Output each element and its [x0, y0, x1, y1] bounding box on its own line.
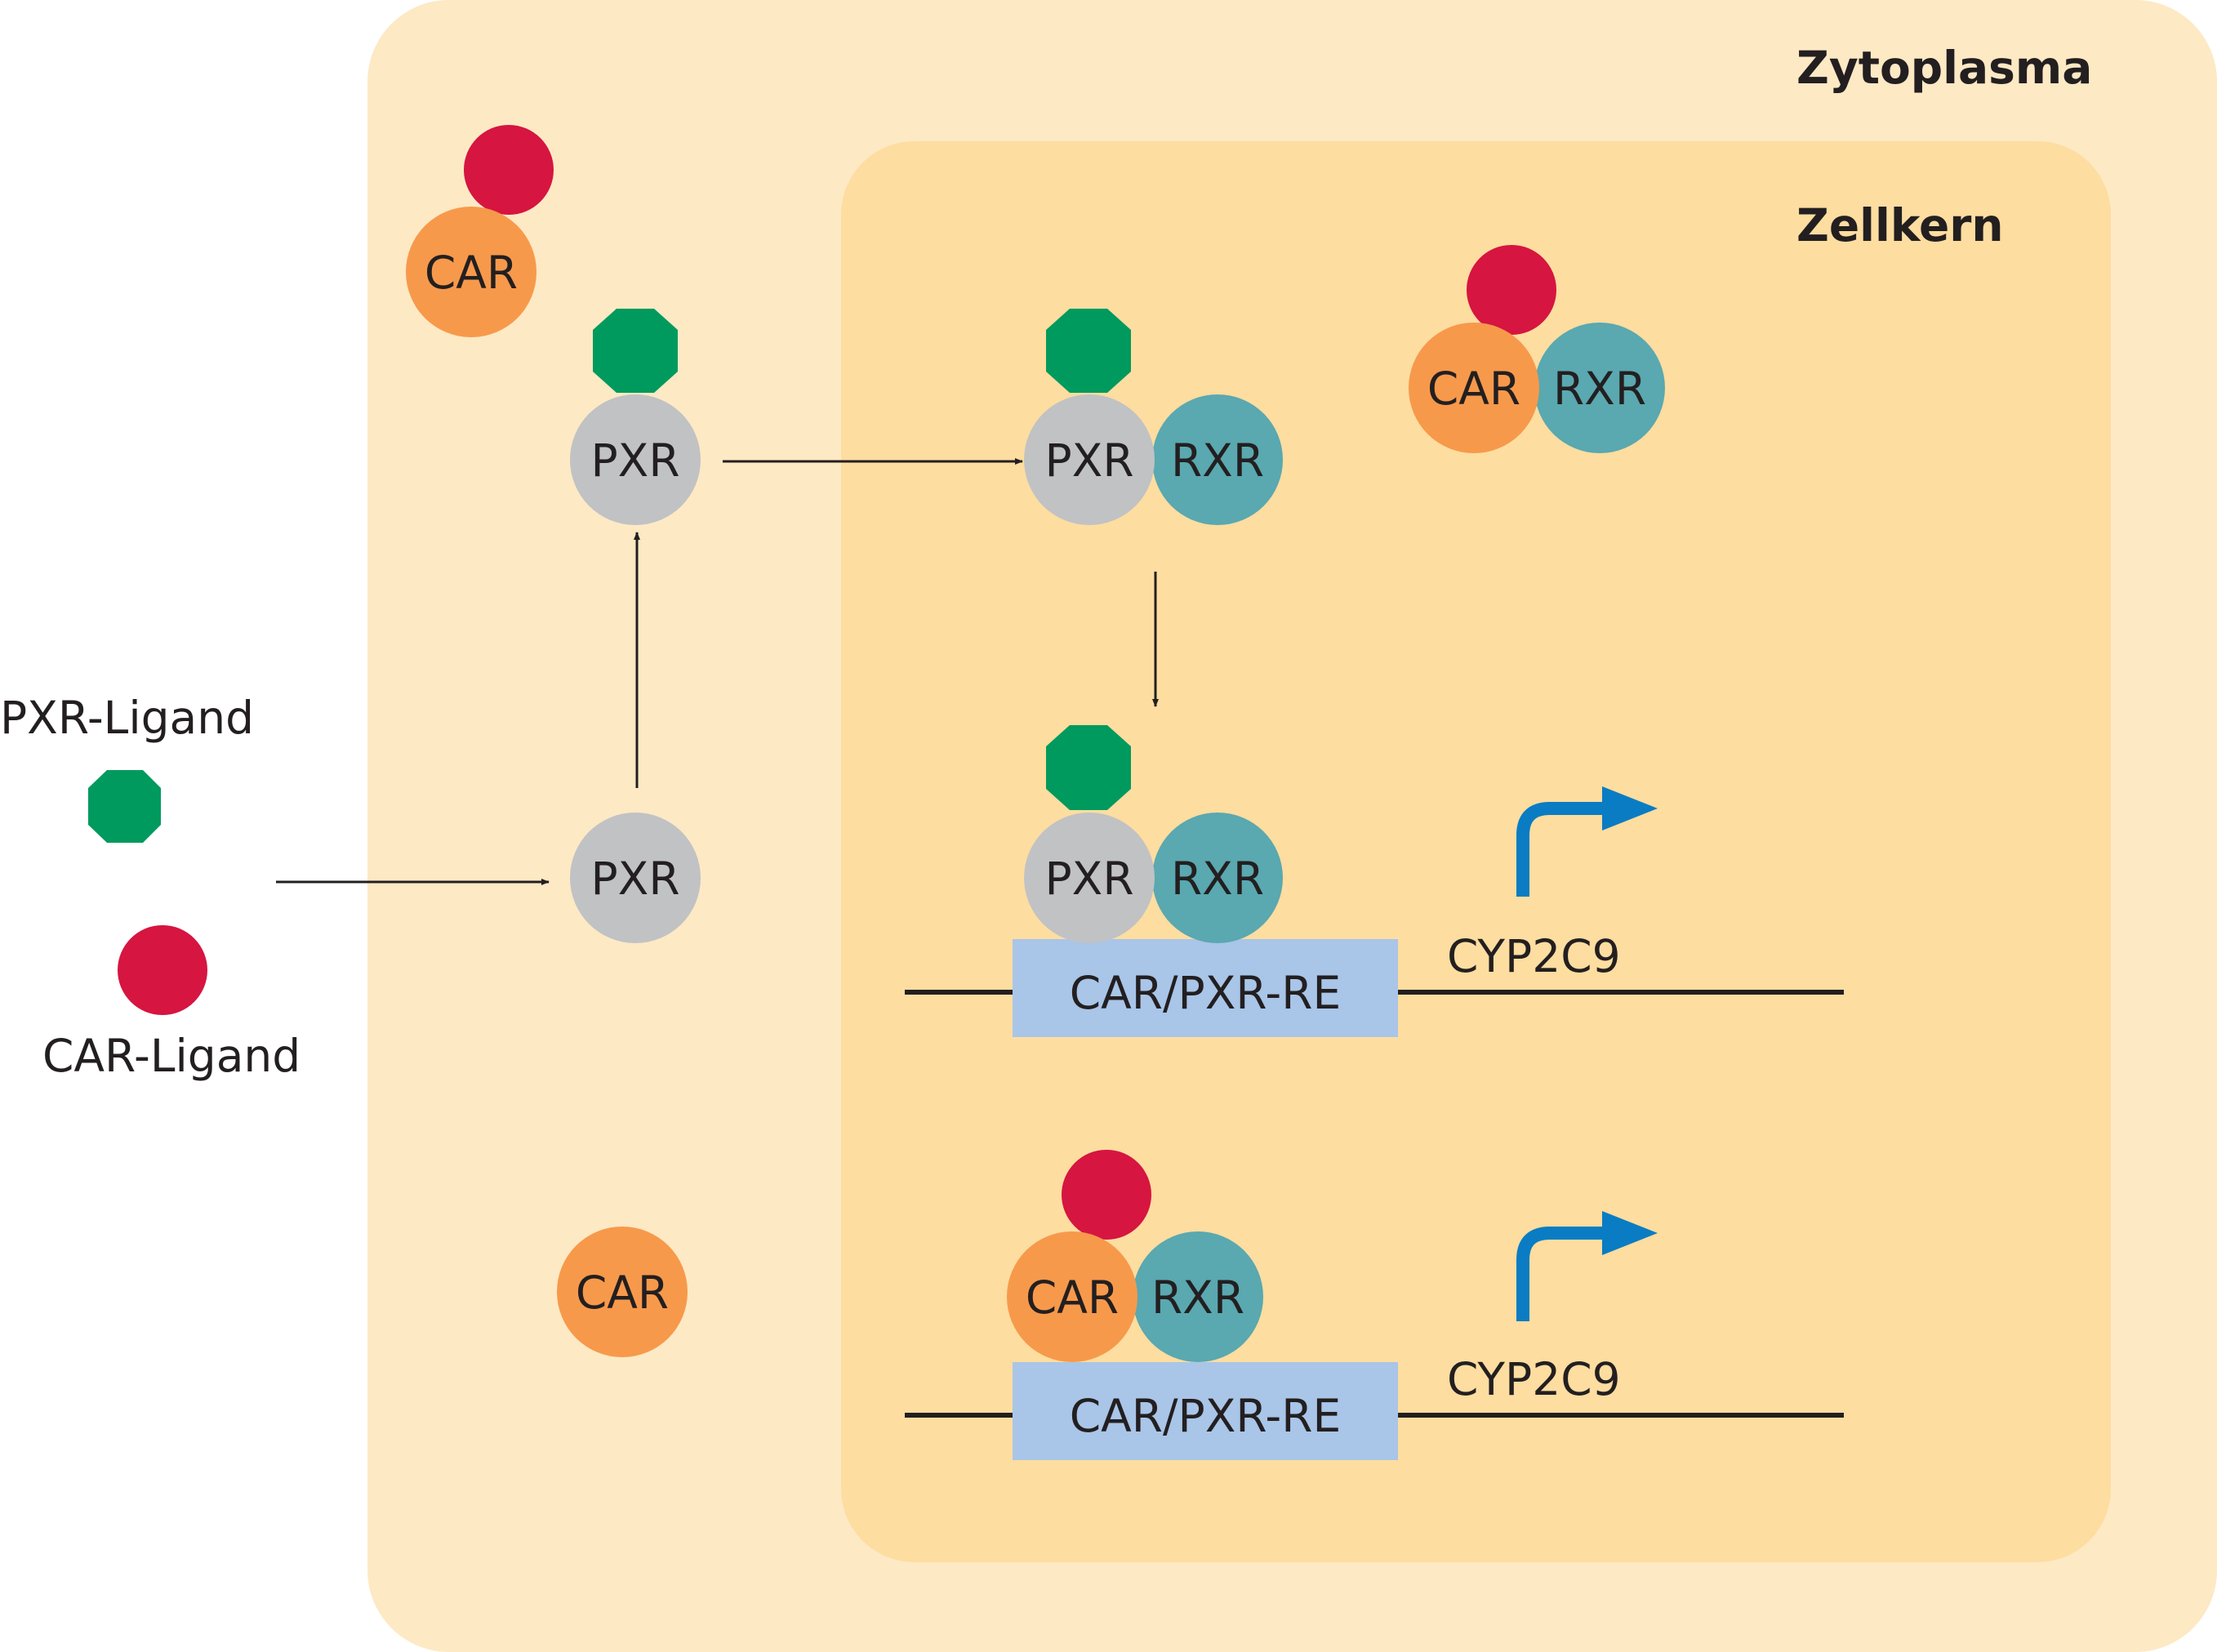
car-receptor-bound — [406, 207, 536, 337]
pxr-dna-bound — [1024, 813, 1155, 943]
response-element-lower — [1013, 1362, 1398, 1460]
cytoplasm-label: Zytoplasma — [1796, 42, 2092, 94]
pxr-receptor-bound-cytoplasm — [570, 394, 701, 525]
car-receptor-unbound — [557, 1227, 688, 1357]
pxr-dna-bound-label: PXR — [1044, 853, 1133, 905]
car-nuclear-top — [1409, 323, 1539, 453]
transcription-start-arrow-lower — [1516, 1227, 1609, 1321]
pxr-receptor-unbound — [570, 813, 701, 943]
response-element-upper-label: CAR/PXR-RE — [1070, 967, 1341, 1019]
car-dna-bound-label: CAR — [1026, 1271, 1119, 1324]
car-ligand-bound — [464, 125, 554, 215]
car-dna-bound — [1007, 1231, 1137, 1362]
gene-lower-label: CYP2C9 — [1447, 1353, 1621, 1405]
car-ligand-legend-icon — [118, 925, 207, 1015]
transcription-arrowhead-lower — [1602, 1211, 1658, 1255]
rxr-dna-bound-upper-label: RXR — [1171, 853, 1264, 905]
pxr-ligand-bound-cytoplasm — [593, 309, 678, 393]
transcription-start-arrow-upper — [1516, 802, 1609, 897]
car-ligand-dna-bound — [1062, 1150, 1151, 1240]
rxr-dna-bound-lower-label: RXR — [1151, 1271, 1244, 1324]
pxr-bound-cytoplasm-label: PXR — [590, 434, 679, 487]
nucleus-label: Zellkern — [1796, 199, 2004, 252]
transcription-arrowhead-upper — [1602, 786, 1658, 830]
pxr-ligand-dna-bound — [1046, 725, 1131, 810]
car-ligand-nuclear-top — [1467, 245, 1556, 335]
pxr-ligand-legend-label: PXR-Ligand — [0, 692, 254, 744]
car-ligand-legend-label: CAR-Ligand — [42, 1030, 300, 1082]
rxr-nuclear-top-label: RXR — [1171, 434, 1264, 487]
response-element-upper — [1013, 939, 1398, 1037]
rxr-nuclear-right-label: RXR — [1553, 363, 1646, 415]
pxr-nuclear-top-label: PXR — [1044, 434, 1133, 487]
nucleus-region — [841, 141, 2111, 1562]
rxr-nuclear-right — [1534, 323, 1665, 453]
rxr-dna-bound-upper — [1152, 813, 1283, 943]
rxr-dna-bound-lower — [1133, 1231, 1263, 1362]
pxr-unbound-label: PXR — [590, 853, 679, 905]
gene-upper-label: CYP2C9 — [1447, 930, 1621, 982]
pxr-ligand-legend-icon — [88, 770, 161, 843]
car-bound-label: CAR — [425, 247, 518, 299]
car-nuclear-top-label: CAR — [1427, 363, 1520, 415]
rxr-nuclear-top — [1152, 394, 1283, 525]
car-unbound-label: CAR — [576, 1267, 669, 1319]
pxr-nuclear-top — [1024, 394, 1155, 525]
response-element-lower-label: CAR/PXR-RE — [1070, 1390, 1341, 1442]
pxr-ligand-nuclear-top — [1046, 309, 1131, 393]
